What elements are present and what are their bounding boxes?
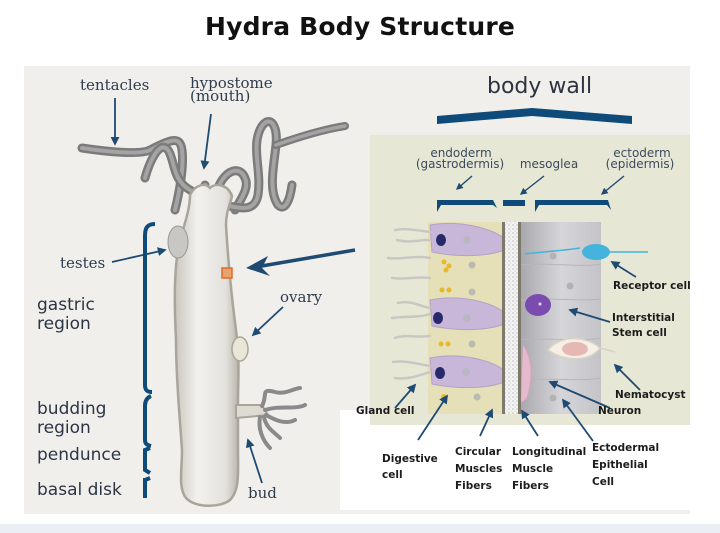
gland-cell-label: Gland cell xyxy=(356,405,415,417)
interstitial-label: Interstitial xyxy=(612,312,675,324)
nematocyst-label: Nematocyst xyxy=(615,389,686,401)
hydra-body xyxy=(173,183,240,507)
bud-label: bud xyxy=(248,484,277,502)
zoom-arrow xyxy=(249,248,356,270)
circular-muscles-label-3: Fibers xyxy=(455,480,492,492)
basal-disk-label: basal disk xyxy=(37,480,122,500)
testes xyxy=(167,225,189,259)
tentacles-label: tentacles xyxy=(80,76,150,94)
receptor-cell-label: Receptor cell xyxy=(613,280,691,292)
label-backdrop xyxy=(340,410,700,510)
cell-arrows xyxy=(394,261,641,442)
receptor-cell xyxy=(582,244,610,260)
ectoderm-layer xyxy=(520,222,648,414)
circular-muscle-fibers xyxy=(502,222,505,414)
ectoderm-label: ectoderm xyxy=(613,146,671,160)
ectodermal-cell-label-3: Cell xyxy=(592,476,615,488)
mouth-label: (mouth) xyxy=(190,87,251,105)
bud-arrow xyxy=(245,438,263,484)
neuron-label: Neuron xyxy=(598,405,642,417)
circular-muscles-label-2: Muscles xyxy=(455,463,503,475)
epidermis-label: (epidermis) xyxy=(605,157,675,171)
digestive-cell-label: Digestive xyxy=(382,453,438,465)
budding-region-label-2: region xyxy=(37,418,91,438)
digestive-cell-label-2: cell xyxy=(382,469,403,481)
bud xyxy=(235,386,307,450)
zoom-arrow-head xyxy=(246,256,270,276)
gastrodermis-label: (gastrodermis) xyxy=(415,157,505,171)
endoderm-arrow xyxy=(455,175,473,190)
endoderm-label: endoderm xyxy=(430,146,492,160)
gastric-region-label-2: region xyxy=(37,314,91,334)
layer-brackets xyxy=(437,200,611,212)
bottom-strip xyxy=(0,524,720,533)
ovary xyxy=(231,336,249,362)
longitudinal-muscle-fibers xyxy=(518,222,521,414)
highlight-region xyxy=(221,267,233,279)
testes-arrow xyxy=(111,247,167,263)
body-wall-bracket xyxy=(437,108,632,124)
testes-label: testes xyxy=(60,254,106,272)
budding-region-label: budding xyxy=(37,399,107,419)
stem-cell-label: Stem cell xyxy=(612,327,667,339)
body-wall-title: body wall xyxy=(487,74,593,99)
ectodermal-cell-label: Ectodermal xyxy=(592,442,660,454)
ovary-arrow xyxy=(251,306,284,337)
interstitial-stem-cell xyxy=(525,294,551,316)
hypostome-label: hypostome xyxy=(190,74,273,92)
ovary-label: ovary xyxy=(280,288,323,306)
endoderm-layer xyxy=(386,222,505,414)
peduncle-label: pendunce xyxy=(37,445,122,465)
circular-muscles-label: Circular xyxy=(455,446,502,458)
longitudinal-muscle-label-2: Muscle xyxy=(512,463,554,475)
longitudinal-muscle-label-3: Fibers xyxy=(512,480,549,492)
mesoglea-layer xyxy=(504,222,518,414)
region-brackets xyxy=(143,222,156,498)
hypostome-arrow xyxy=(200,113,212,170)
longitudinal-muscle-label: Longitudinal xyxy=(512,446,587,458)
page-title: Hydra Body Structure xyxy=(204,12,516,41)
gastric-region-label: gastric xyxy=(37,295,95,315)
mesoglea-arrow xyxy=(519,175,545,195)
mesoglea-label: mesoglea xyxy=(519,157,579,171)
neuron xyxy=(520,344,532,403)
ectoderm-arrow xyxy=(600,175,625,195)
ectodermal-cell-label-2: Epithelial xyxy=(592,459,648,471)
